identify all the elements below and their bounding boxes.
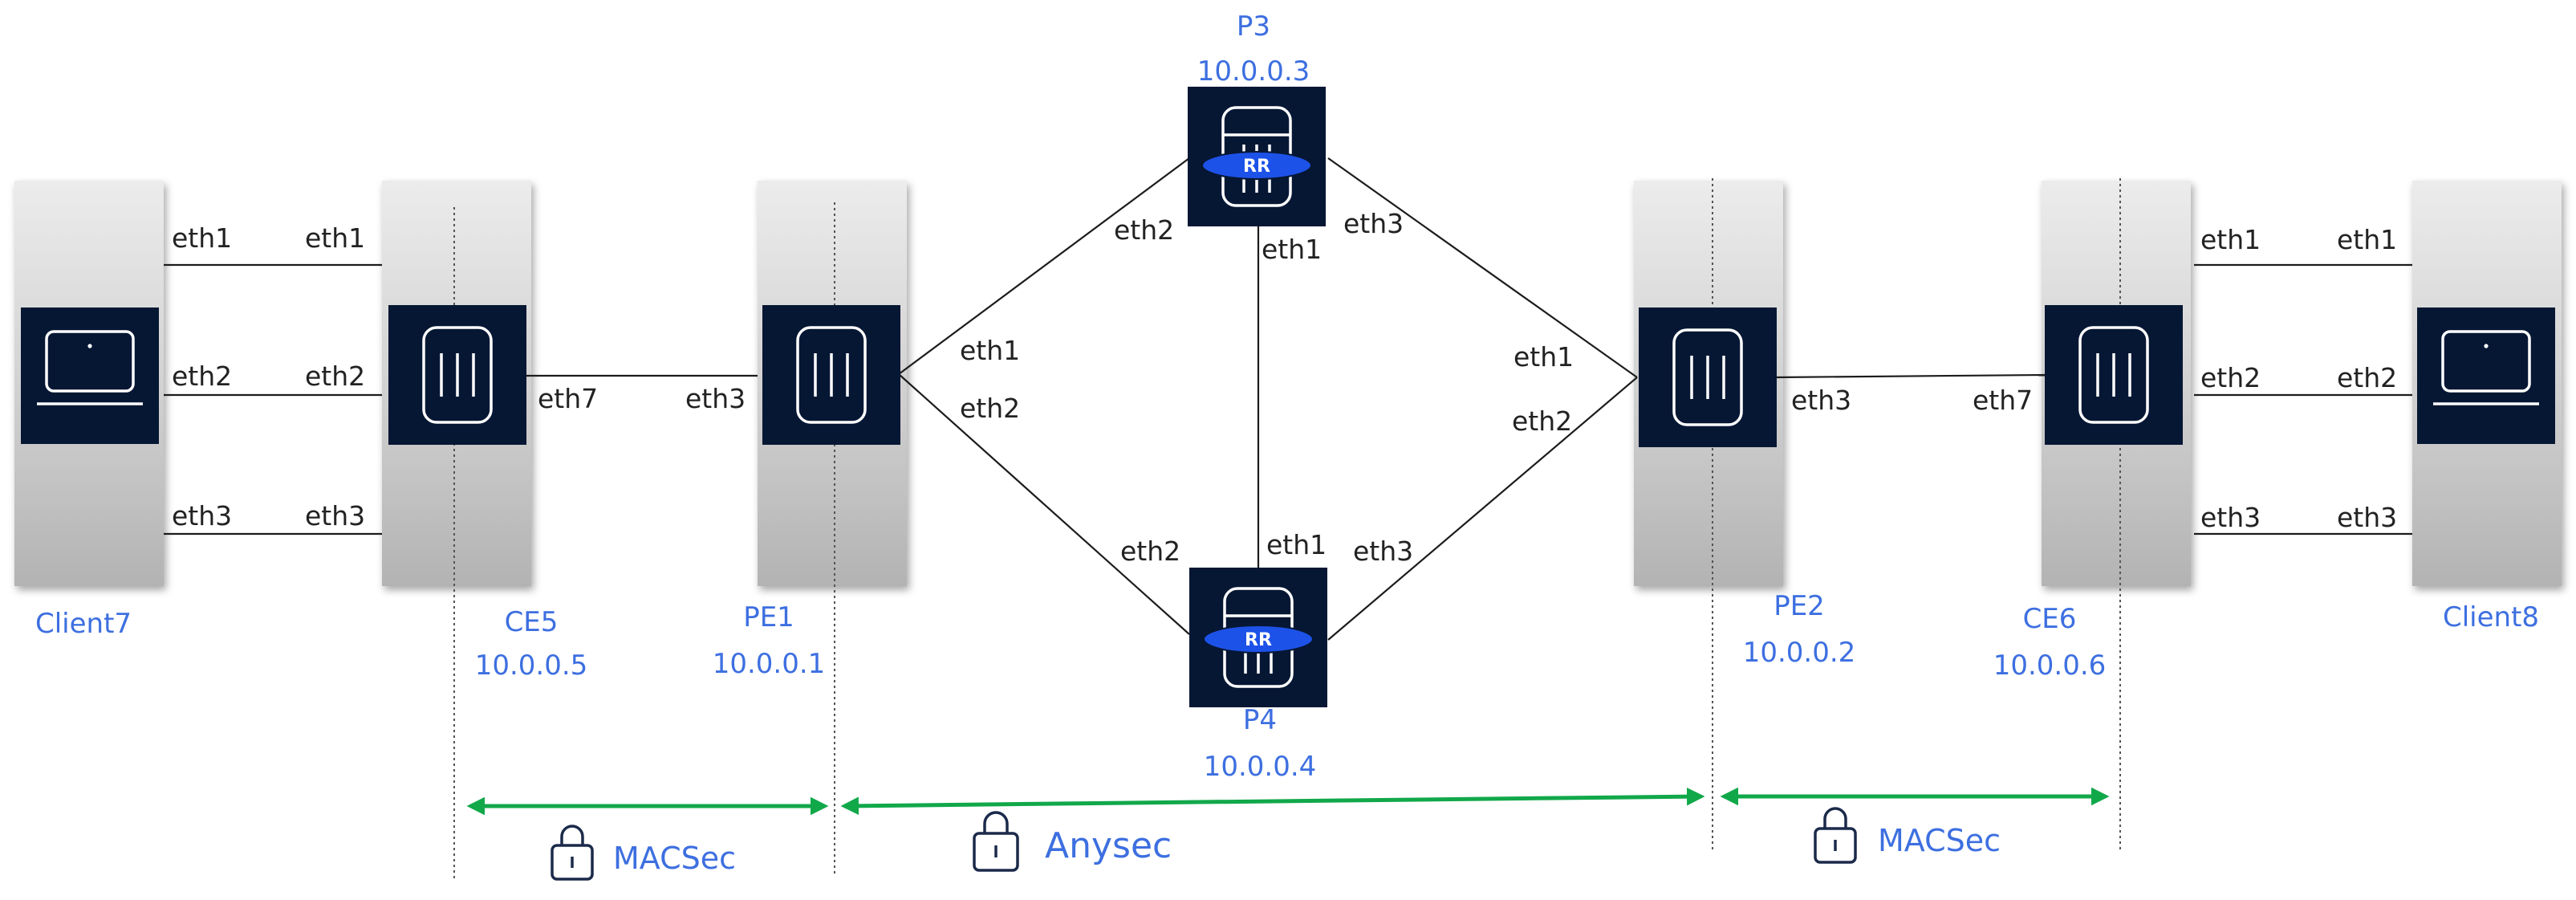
router-icon	[796, 326, 867, 424]
laptop-icon	[37, 330, 143, 405]
pe2-device	[1639, 307, 1777, 447]
pe1-device	[762, 305, 900, 445]
port-label: eth1	[1262, 234, 1322, 265]
ce6-ip: 10.0.0.6	[1993, 650, 2107, 682]
router-icon	[422, 326, 493, 424]
link-pe2-ce6	[1774, 373, 2046, 379]
macsec-left-label: MACSec	[551, 825, 736, 881]
port-label: eth3	[2337, 502, 2397, 533]
lock-icon	[1814, 807, 1857, 864]
node-labels: Client7 CE5 10.0.0.5 PE1 10.0.0.1 P3 10.…	[35, 10, 2539, 783]
pe1-ip: 10.0.0.1	[713, 648, 826, 680]
rr-badge-label: RR	[1245, 630, 1272, 650]
link-p4-pe2	[1327, 377, 1638, 641]
ce6-name: CE6	[2023, 603, 2077, 635]
link-pe1-p3	[898, 157, 1190, 375]
port-label: eth1	[1266, 529, 1327, 560]
port-label: eth3	[1343, 208, 1404, 239]
ce6-device	[2045, 305, 2183, 445]
port-label: eth1	[960, 335, 1020, 366]
port-label: eth2	[1120, 536, 1180, 567]
link-p3-pe2	[1327, 157, 1638, 378]
port-label: eth1	[2200, 224, 2261, 255]
client7-device	[21, 307, 159, 444]
ce5-device	[388, 305, 526, 445]
port-label: eth3	[305, 500, 365, 531]
pe2-name: PE2	[1774, 590, 1825, 622]
p3-ip: 10.0.0.3	[1197, 55, 1310, 88]
port-label: eth2	[1512, 405, 1572, 437]
port-label: eth2	[1114, 214, 1174, 246]
rr-badge: RR	[1201, 151, 1312, 180]
port-label: eth7	[1973, 385, 2033, 416]
segment-arrows	[466, 787, 2110, 816]
port-label: eth3	[685, 383, 746, 414]
laptop-icon	[2433, 330, 2539, 405]
client8-name: Client8	[2443, 601, 2539, 633]
port-label: eth1	[305, 222, 365, 254]
anysec-text: Anysec	[1045, 825, 1172, 866]
port-labels: eth1 eth2 eth3 eth1 eth2 eth3 eth7 eth3 …	[172, 208, 2397, 567]
router-icon	[2078, 326, 2149, 424]
port-label: eth1	[2337, 224, 2397, 255]
macsec-right-text: MACSec	[1878, 823, 2001, 858]
port-label: eth3	[1791, 385, 1851, 416]
ce5-ip: 10.0.0.5	[475, 650, 588, 682]
port-label: eth2	[2337, 362, 2397, 393]
router-icon	[1672, 328, 1743, 426]
anysec-label: Anysec	[973, 811, 1172, 872]
anysec-arrow	[840, 787, 1705, 816]
p4-name: P4	[1243, 704, 1277, 736]
port-label: eth3	[1353, 536, 1413, 567]
links	[164, 157, 2412, 641]
p4-ip: 10.0.0.4	[1204, 751, 1317, 783]
lock-icon	[551, 825, 594, 881]
p3-device: RR	[1188, 87, 1326, 226]
pe2-ip: 10.0.0.2	[1743, 637, 1856, 669]
port-label: eth2	[960, 393, 1020, 424]
segment-boundaries	[453, 178, 2121, 879]
port-label: eth2	[172, 360, 232, 392]
port-label: eth1	[172, 222, 232, 254]
rr-badge-label: RR	[1243, 157, 1270, 177]
port-label: eth2	[305, 360, 365, 392]
p4-device: RR	[1189, 568, 1327, 707]
macsec-right-label: MACSec	[1814, 807, 2001, 864]
macsec-left-text: MACSec	[613, 841, 736, 876]
link-pe1-p4	[898, 373, 1190, 635]
port-label: eth7	[538, 383, 598, 414]
port-label: eth1	[1514, 341, 1574, 373]
client7-name: Client7	[35, 608, 132, 640]
lock-icon	[973, 811, 1019, 872]
client8-device	[2417, 307, 2555, 444]
p3-name: P3	[1237, 10, 1270, 43]
port-label: eth3	[172, 500, 232, 531]
port-label: eth3	[2200, 502, 2261, 533]
rr-badge: RR	[1203, 625, 1314, 654]
ce5-name: CE5	[505, 606, 559, 638]
port-label: eth2	[2200, 362, 2261, 393]
pe1-name: PE1	[743, 601, 794, 633]
